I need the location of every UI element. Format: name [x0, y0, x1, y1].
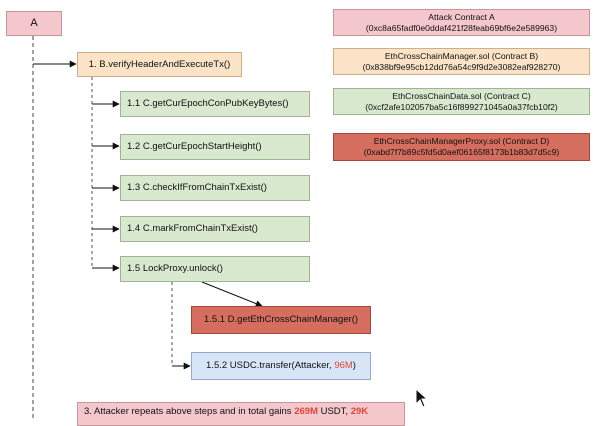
legend-contract-c-name: EthCrossChainData.sol (Contract C) [392, 90, 531, 101]
step-1-3-box: 1.3 C.checkIfFromChainTxExist() [120, 175, 310, 201]
step-1-4-box: 1.4 C.markFromChainTxExist() [120, 216, 310, 242]
step-1-1-box: 1.1 C.getCurEpochConPubKeyBytes() [120, 91, 310, 117]
legend-contract-d-address: (0xabd7f7b89c5fd5d0aef06165f8173b1b83d7d… [363, 147, 560, 157]
step-1-5-box: 1.5 LockProxy.unlock() [120, 256, 310, 282]
arrow-to-step-1-5-1 [201, 281, 263, 307]
actor-a-box: A [6, 11, 62, 36]
step-1-2-label: 1.2 C.getCurEpochStartHeight() [127, 141, 262, 153]
actor-a-label: A [30, 16, 38, 29]
step-1-5-2-amount: 96M [334, 360, 353, 372]
step-1-5-1-box: 1.5.1 D.getEthCrossChainManager() [191, 306, 371, 334]
step-1-label: 1. B.verifyHeaderAndExecuteTx() [88, 58, 231, 70]
step-1-4-label: 1.4 C.markFromChainTxExist() [127, 223, 258, 235]
legend-contract-b: EthCrossChainManager.sol (Contract B) (0… [333, 48, 590, 75]
step-1-5-1-label: 1.5.1 D.getEthCrossChainManager() [203, 314, 359, 326]
summary-prefix: 3. Attacker repeats above steps and in t… [84, 406, 295, 417]
step-1-5-2-box: 1.5.2 USDC.transfer(Attacker, 96M) [191, 352, 371, 380]
legend-contract-d-name: EthCrossChainManagerProxy.sol (Contract … [373, 136, 550, 147]
summary-next-amount: 29K [350, 406, 369, 417]
summary-box: 3. Attacker repeats above steps and in t… [77, 402, 405, 426]
step-1-5-2-suffix: ) [352, 360, 356, 372]
step-1-5-2-label: 1.5.2 USDC.transfer(Attacker, 96M) [206, 360, 356, 372]
step-1-5-2-prefix: 1.5.2 USDC.transfer(Attacker, [206, 360, 335, 372]
step-1-5-label: 1.5 LockProxy.unlock() [127, 263, 223, 275]
legend-contract-d: EthCrossChainManagerProxy.sol (Contract … [333, 133, 590, 161]
step-1-1-label: 1.1 C.getCurEpochConPubKeyBytes() [127, 98, 289, 110]
summary-usdt-unit: USDT, [317, 406, 351, 417]
legend-contract-c-address: (0xcf2afe102057ba5c16f899271045a0a37fcb1… [365, 101, 558, 112]
step-1-2-box: 1.2 C.getCurEpochStartHeight() [120, 134, 310, 160]
legend-contract-a: Attack Contract A (0xc8a65fadf0e0ddaf421… [333, 9, 590, 36]
legend-contract-a-address: (0xc8a65fadf0e0ddaf421f28feab69bf6e2e589… [365, 22, 558, 33]
legend-contract-b-name: EthCrossChainManager.sol (Contract B) [384, 50, 539, 61]
step-1-box: 1. B.verifyHeaderAndExecuteTx() [77, 52, 242, 77]
step-1-3-label: 1.3 C.checkIfFromChainTxExist() [127, 182, 267, 194]
legend-contract-b-address: (0x838bf9e95cb12dd76a54c9f9d2e3082eaf928… [362, 61, 561, 72]
legend-contract-c: EthCrossChainData.sol (Contract C) (0xcf… [333, 88, 590, 115]
summary-usdt-amount: 269M [294, 406, 318, 417]
legend-contract-a-name: Attack Contract A [428, 11, 495, 22]
mouse-pointer-icon [415, 388, 429, 408]
summary-text: 3. Attacker repeats above steps and in t… [84, 406, 368, 418]
